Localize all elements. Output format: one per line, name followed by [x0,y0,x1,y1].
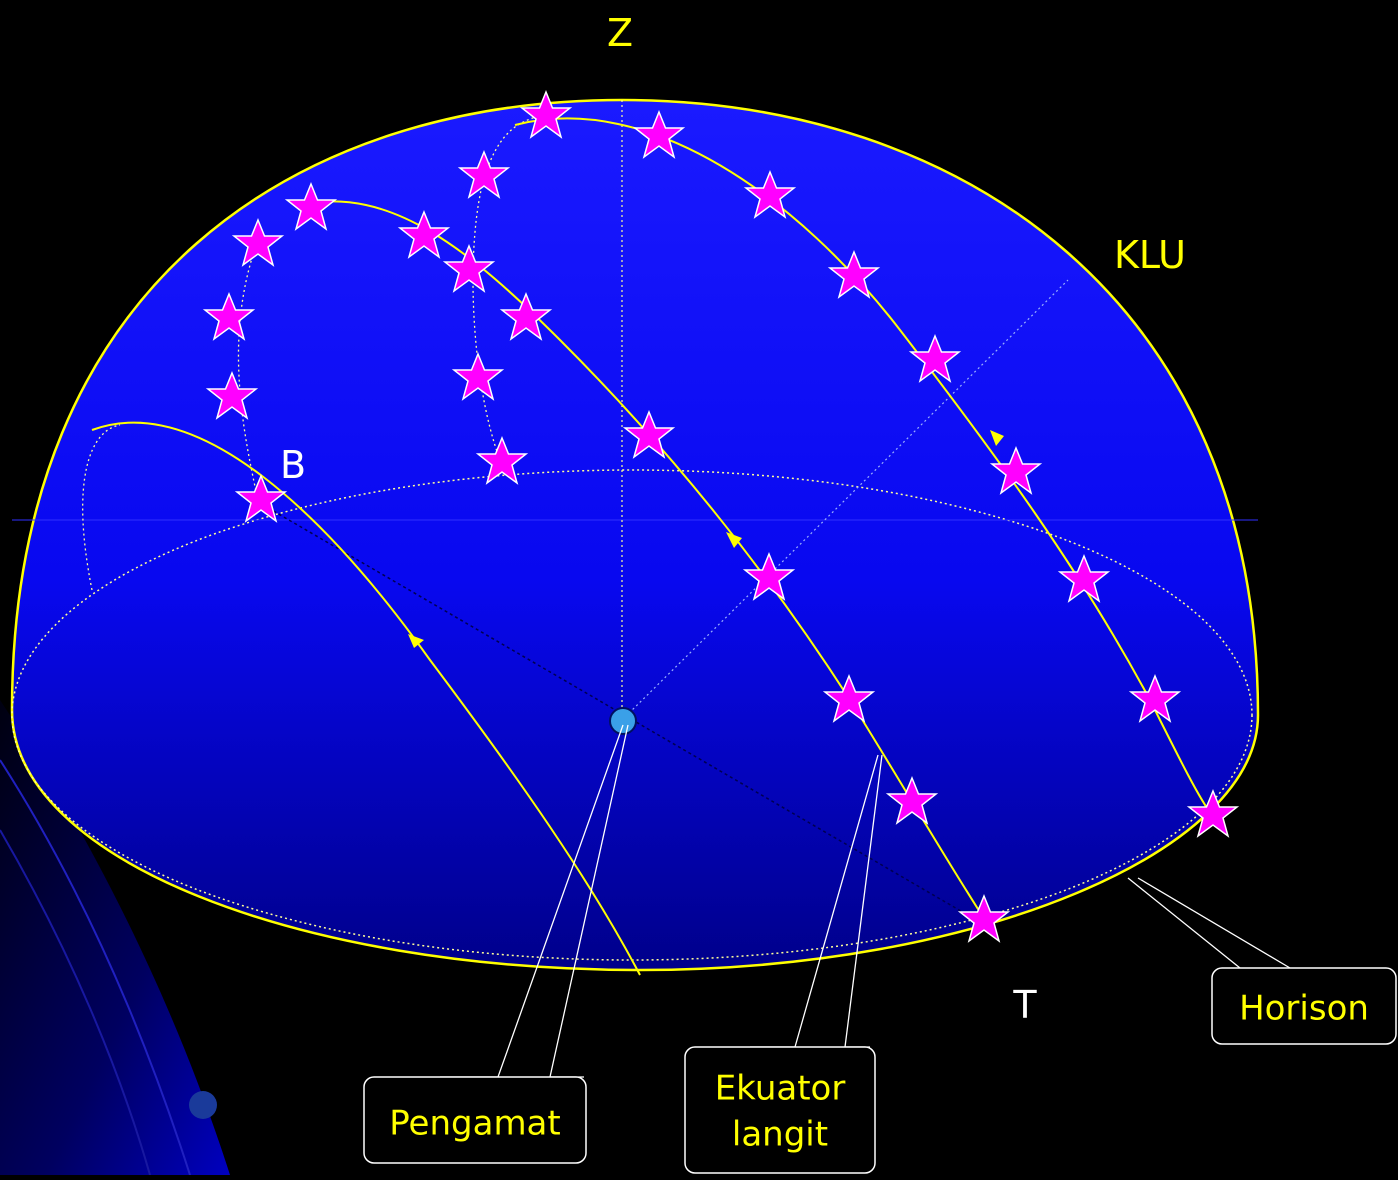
celestial-dome [10,98,1260,972]
east-label: T [1012,983,1037,1027]
north-pole-label: KLU [1114,233,1186,277]
earth-background [0,700,230,1176]
observer-label: Pengamat [389,1104,560,1144]
callout-equator: Ekuator langit [684,1046,876,1174]
observer-dot-icon [609,707,637,735]
west-label: B [280,443,306,487]
earth-dot [189,1091,217,1119]
star-path-north [514,117,1213,816]
equator-label-line1: Ekuator [715,1069,846,1109]
zenith-label: Z [607,11,633,55]
callout-horizon: Horison [1211,967,1397,1045]
arrow-icon [408,430,1004,648]
hidden-star-path-inner [472,114,546,461]
star-path-south [91,421,641,976]
callout-observer: Pengamat [363,1076,587,1164]
equator-label-line2: langit [732,1115,828,1155]
horizon-label: Horison [1239,989,1369,1029]
